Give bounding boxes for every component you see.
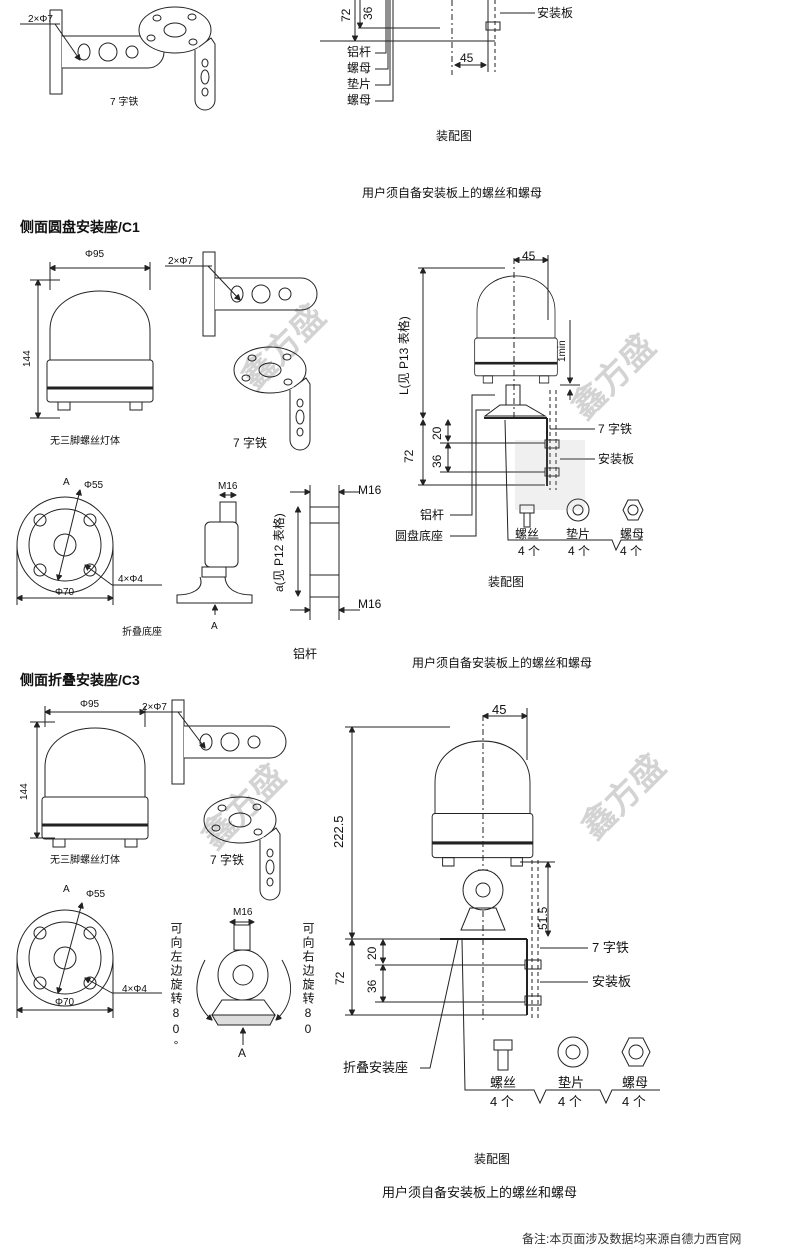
- lamp-width: Φ95: [80, 699, 100, 710]
- c3-round-base-top: [16, 909, 114, 1007]
- dim-36: 36: [361, 6, 375, 20]
- lamp-height: 144: [22, 350, 33, 367]
- c1-lamp-body: [45, 289, 155, 412]
- asm-bracket-label: 7 字铁: [592, 940, 629, 955]
- dim-72: 72: [339, 8, 353, 22]
- part-name: 螺丝: [515, 527, 540, 541]
- part-qty: 4 个: [622, 1094, 646, 1109]
- c1-folding-base-side: [176, 501, 253, 615]
- base-a-label: A: [63, 477, 70, 488]
- asm-dim-36: 36: [430, 454, 444, 468]
- bracket-hole-label: 2×Φ7: [28, 14, 53, 25]
- c3-lamp-body: [40, 726, 150, 849]
- part-name: 螺母: [622, 1075, 649, 1090]
- asm-dim-L: L(见 P13 表格): [397, 316, 411, 395]
- bracket-caption: 7 字铁: [110, 97, 139, 108]
- rod-caption: 铝杆: [293, 647, 318, 661]
- assembly-caption: 装配图: [488, 575, 525, 589]
- part-qty: 4 个: [490, 1094, 514, 1109]
- rod-label: 铝杆: [347, 45, 372, 59]
- base-phi55: Φ55: [86, 889, 106, 900]
- side-m16: M16: [233, 907, 253, 918]
- footer-note: 备注:本页面涉及数据均来源自德力西官网: [522, 1232, 742, 1246]
- bracket-hole-label: 2×Φ7: [142, 702, 167, 713]
- c1-rod: [290, 485, 360, 620]
- base-phi70: Φ70: [55, 587, 75, 598]
- side-a-label: A: [211, 621, 218, 632]
- rod-m16-bottom: M16: [358, 597, 382, 611]
- part-qty: 4 个: [568, 544, 591, 558]
- lamp-width: Φ95: [85, 249, 105, 260]
- part-qty: 4 个: [558, 1094, 582, 1109]
- asm-base-label: 圆盘底座: [395, 529, 444, 543]
- asm-dim-45: 45: [522, 249, 536, 263]
- mount-plate-label: 安装板: [537, 6, 574, 20]
- lamp-caption: 无三脚螺丝灯体: [50, 436, 120, 447]
- assembly-note: 用户须自备安装板上的螺丝和螺母: [362, 186, 543, 200]
- bracket-hole-label: 2×Φ7: [168, 256, 193, 267]
- c1-round-base-top: [16, 496, 114, 594]
- part-name: 垫片: [566, 527, 591, 541]
- bracket-caption: 7 字铁: [210, 853, 245, 867]
- asm-plate-label: 安装板: [598, 452, 635, 466]
- lamp-height: 144: [19, 783, 30, 800]
- asm-dim-222: 222.5: [331, 815, 346, 848]
- base-a-label: A: [63, 884, 70, 895]
- section-title-c3: 侧面折叠安装座/C3: [20, 672, 140, 688]
- part-qty: 4 个: [518, 544, 541, 558]
- base-holes: 4×Φ4: [122, 984, 147, 995]
- asm-dim-72: 72: [333, 971, 347, 985]
- asm-dim-72: 72: [402, 449, 416, 463]
- c3-assembly-drawing: [345, 708, 660, 1105]
- base-caption: 折叠底座: [122, 627, 162, 638]
- asm-dim-51: 51.5: [536, 906, 550, 930]
- c1-assembly-drawing: [418, 255, 644, 552]
- dim-45: 45: [460, 51, 474, 65]
- base-phi55: Φ55: [84, 480, 104, 491]
- rotate-left-note: 可向左边旋转80°: [169, 922, 183, 1054]
- assembly-caption: 装配图: [436, 129, 473, 143]
- part-name: 螺丝: [490, 1075, 517, 1090]
- bracket-caption: 7 字铁: [233, 436, 268, 450]
- asm-dim-20: 20: [365, 946, 379, 960]
- asm-plate-label: 安装板: [592, 974, 632, 989]
- assembly-caption: 装配图: [474, 1152, 511, 1166]
- asm-dim-36: 36: [365, 979, 379, 993]
- washer-label: 垫片: [347, 77, 372, 91]
- part-name: 垫片: [558, 1075, 585, 1090]
- asm-dim-20: 20: [430, 426, 444, 440]
- asm-dim-45: 45: [492, 702, 507, 717]
- part-name: 螺母: [620, 527, 645, 541]
- nut-label: 螺母: [347, 93, 372, 107]
- nut-label: 螺母: [347, 61, 372, 75]
- base-phi70: Φ70: [55, 997, 75, 1008]
- section-title-c1: 侧面圆盘安装座/C1: [20, 219, 140, 235]
- rod-length: a(见 P12 表格): [272, 513, 286, 592]
- asm-dim-1min: 1min: [557, 340, 568, 362]
- base-holes: 4×Φ4: [118, 574, 143, 585]
- assembly-note: 用户须自备安装板上的螺丝和螺母: [412, 656, 593, 670]
- side-a-label: A: [238, 1046, 247, 1060]
- asm-rod-label: 铝杆: [420, 508, 445, 522]
- rod-m16-top: M16: [358, 483, 382, 497]
- asm-base-label: 折叠安装座: [343, 1060, 409, 1075]
- assembly-note: 用户须自备安装板上的螺丝和螺母: [382, 1185, 578, 1200]
- lamp-caption: 无三脚螺丝灯体: [50, 855, 120, 866]
- rotate-right-note: 可向右边旋转80: [301, 922, 315, 1038]
- part-qty: 4 个: [620, 544, 643, 558]
- asm-bracket-label: 7 字铁: [598, 422, 633, 436]
- c3-folding-base-side: [196, 922, 292, 1045]
- side-m16: M16: [218, 481, 238, 492]
